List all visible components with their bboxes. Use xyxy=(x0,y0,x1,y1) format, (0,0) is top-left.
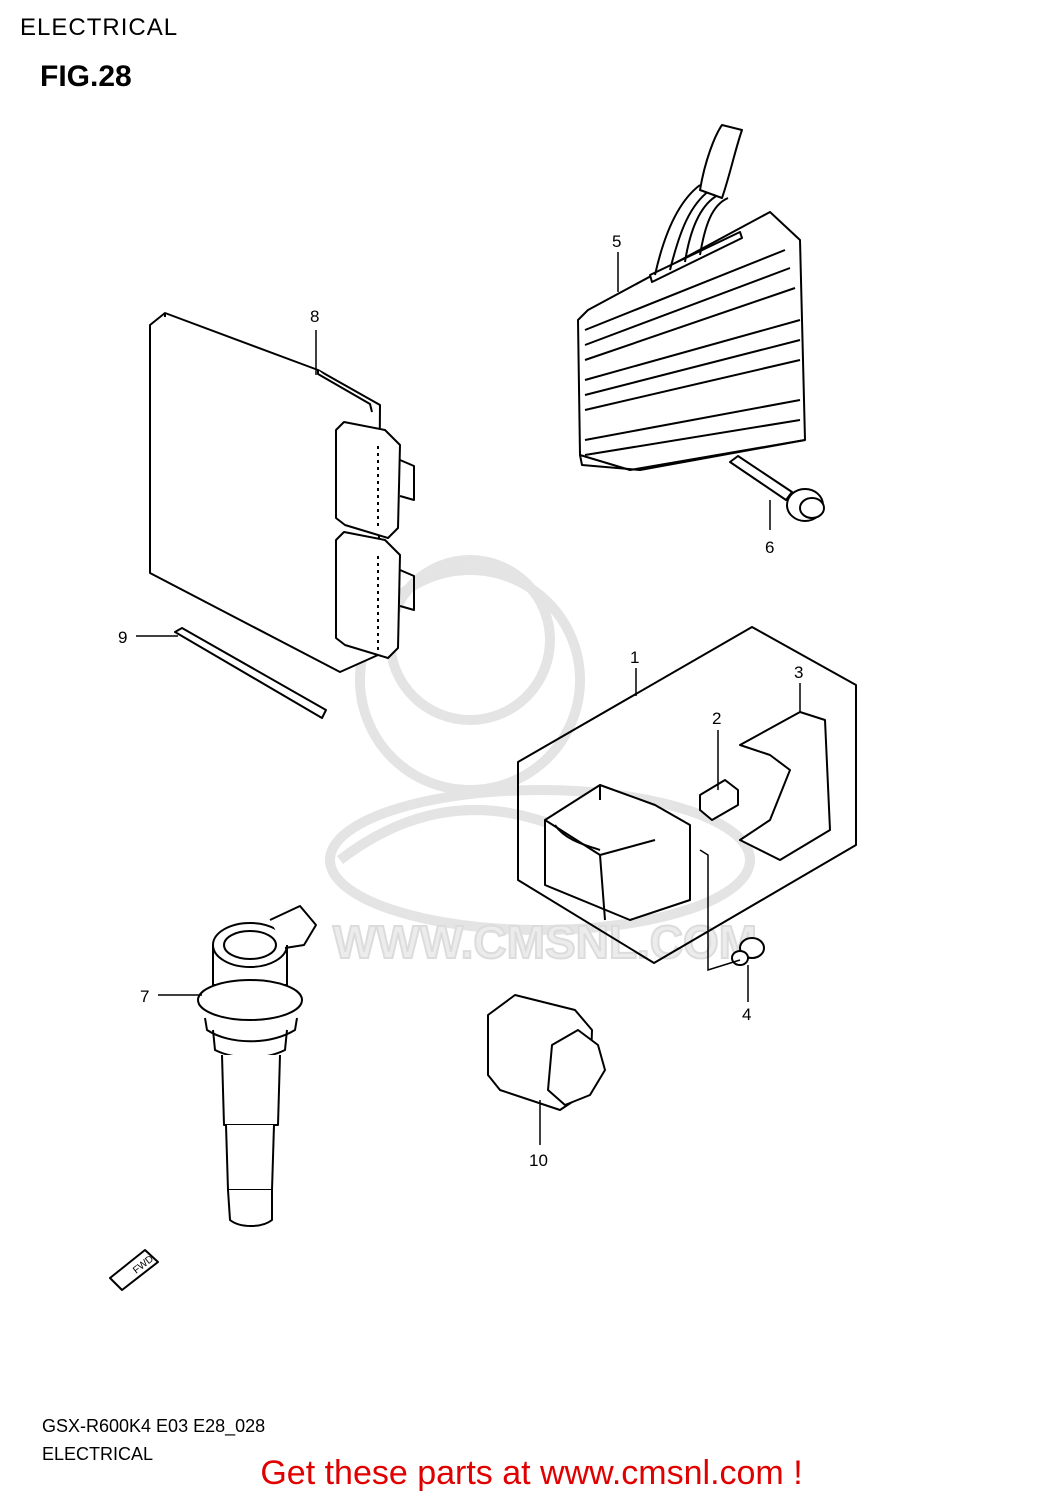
ecu-unit xyxy=(149,312,415,673)
callout-8: 8 xyxy=(310,307,319,326)
section-name: ELECTRICAL xyxy=(42,1444,154,1464)
connector xyxy=(487,994,606,1111)
relay-assembly-frame xyxy=(517,626,857,964)
callout-2: 2 xyxy=(712,709,721,728)
figure-label: FIG.28 xyxy=(40,60,132,93)
callout-9: 9 xyxy=(118,628,127,647)
cta-link[interactable]: Get these parts at www.cmsnl.com ! xyxy=(260,1454,803,1492)
model-code: GSX-R600K4 E03 E28_028 xyxy=(42,1416,266,1436)
watermark-text: WWW.CMSNL.COM xyxy=(333,916,757,968)
callout-7: 7 xyxy=(140,987,149,1006)
starter-relay xyxy=(544,784,691,921)
fuse xyxy=(699,779,739,821)
callout-3: 3 xyxy=(794,663,803,682)
callout-4: 4 xyxy=(742,1005,751,1024)
ecu-pad xyxy=(174,627,327,719)
callout-5: 5 xyxy=(612,232,621,251)
callout-6: 6 xyxy=(765,538,774,557)
watermark: WWW.CMSNL.COM xyxy=(325,555,758,969)
small-bolt xyxy=(731,937,765,966)
callout-numbers: 1 2 3 4 5 6 7 8 9 10 xyxy=(118,232,803,1170)
fwd-arrow: FWD xyxy=(109,1249,159,1291)
section-title: ELECTRICAL xyxy=(20,14,179,41)
regulator-rectifier xyxy=(577,124,806,471)
bolt xyxy=(729,455,825,522)
callout-10: 10 xyxy=(529,1151,548,1170)
fuse-box-cover xyxy=(739,711,831,861)
callout-1: 1 xyxy=(630,648,639,667)
leader-lines xyxy=(136,252,801,1145)
ignition-coil xyxy=(197,905,317,1227)
